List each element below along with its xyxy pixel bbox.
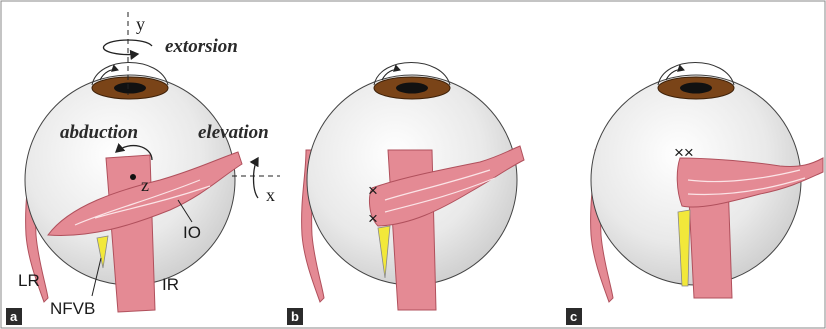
- panel-letter-b: b: [291, 309, 299, 324]
- pupil-a: [114, 83, 146, 94]
- suture-mark-b-upper: ×: [368, 181, 378, 200]
- io-label: IO: [183, 223, 201, 242]
- suture-marks-c: ××: [674, 143, 694, 162]
- extorsion-label: extorsion: [165, 36, 238, 57]
- pupil-b: [396, 83, 428, 94]
- z-axis-point: [130, 174, 136, 180]
- axis-x-label: x: [266, 185, 275, 205]
- pupil-c: [680, 83, 712, 94]
- suture-mark-b-lower: ×: [368, 209, 378, 228]
- nfvb-label: NFVB: [50, 299, 95, 318]
- panel-letter-c: c: [570, 309, 577, 324]
- ir-label: IR: [162, 275, 179, 294]
- axis-y-label: y: [136, 14, 145, 34]
- axis-z-label: z: [141, 175, 149, 195]
- abduction-label: abduction: [60, 122, 138, 143]
- panel-letter-a: a: [10, 309, 18, 324]
- lr-label: LR: [18, 271, 40, 290]
- elevation-label: elevation: [198, 122, 269, 143]
